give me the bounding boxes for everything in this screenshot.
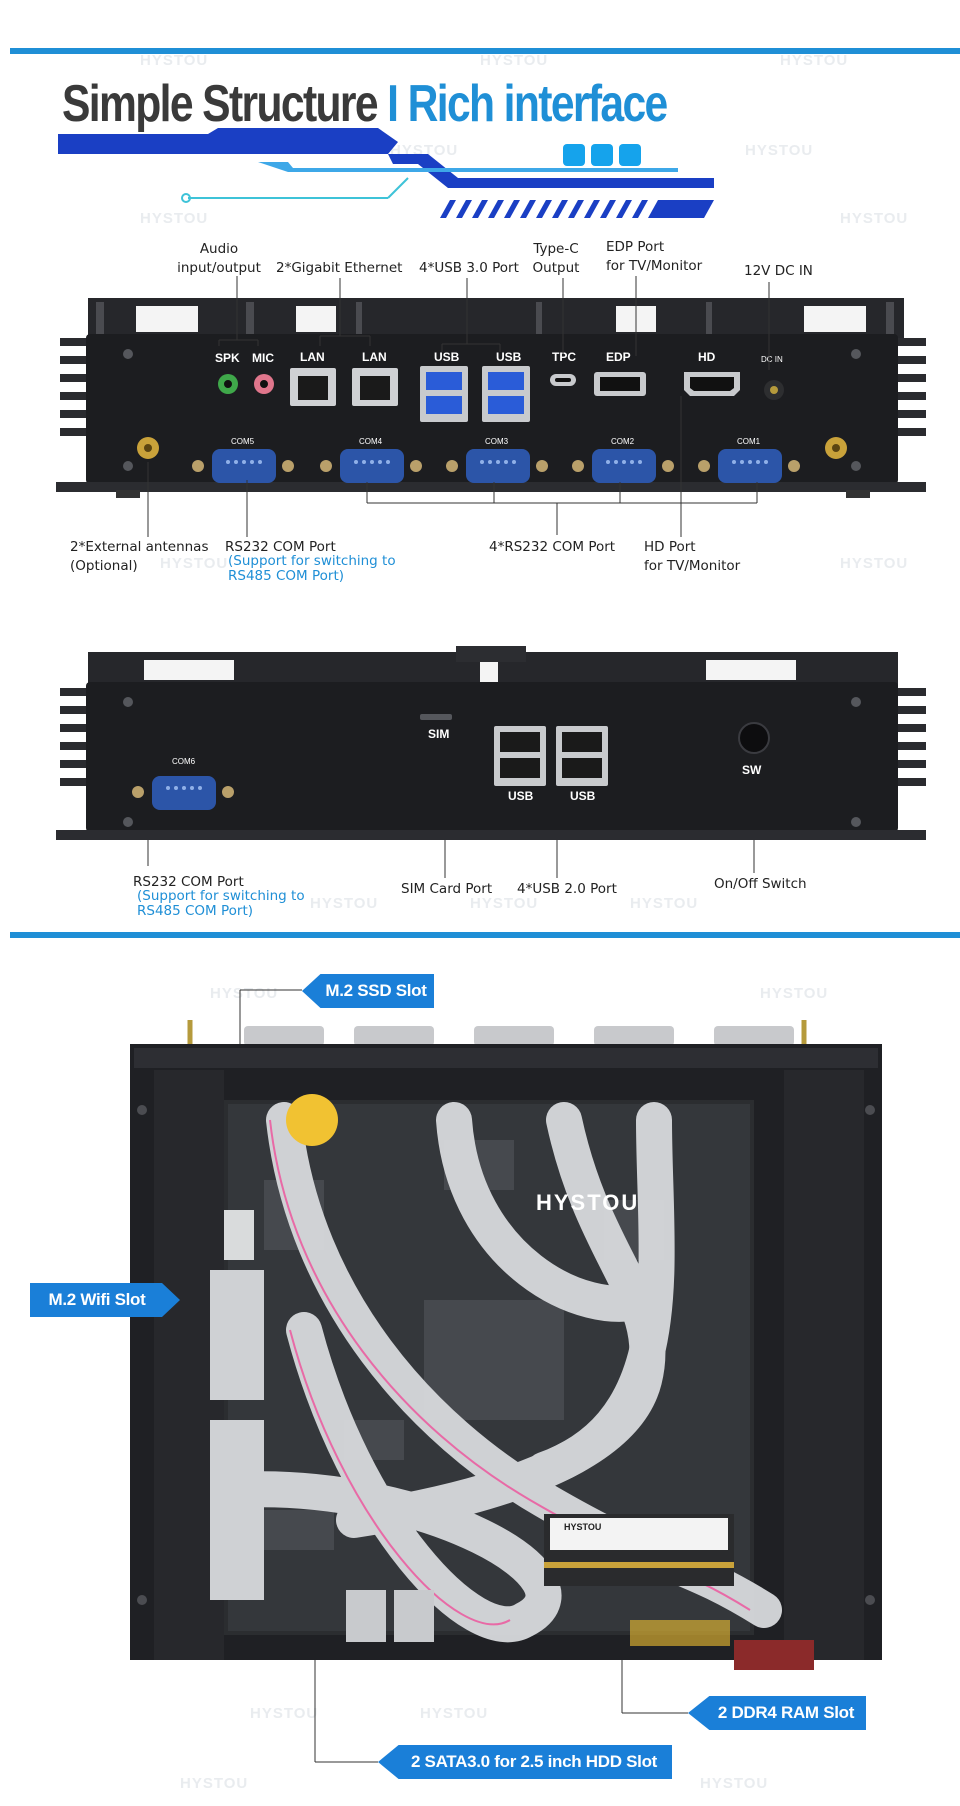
label-mic: MIC — [252, 351, 274, 365]
title-part2: I Rich interface — [387, 75, 668, 133]
front-panel-image: SPK MIC LAN LAN USB USB TPC EDP HD DC IN… — [56, 298, 926, 498]
label-com1: COM1 — [737, 437, 761, 446]
rear-callout-usb2: 4*USB 2.0 Port — [517, 881, 617, 897]
rear-callout-sim: SIM Card Port — [401, 881, 493, 897]
page-title: Simple Structure I Rich interface — [62, 74, 668, 134]
watermark: HYSTOU — [470, 895, 539, 912]
watermark: HYSTOU — [180, 1775, 249, 1792]
label-sw: SW — [742, 763, 762, 777]
top-divider — [10, 48, 960, 54]
header-graphic — [58, 128, 714, 218]
watermark: HYSTOU — [480, 52, 549, 69]
label-usb1: USB — [434, 350, 460, 364]
watermark: HYSTOU — [310, 895, 379, 912]
ram-sticker-brand: HYSTOU — [564, 1522, 601, 1532]
label-rear-usb1: USB — [508, 789, 534, 803]
watermark: HYSTOU — [210, 985, 279, 1002]
board-brand: HYSTOU — [536, 1190, 639, 1215]
watermark: HYSTOU — [140, 210, 209, 227]
callout-usb3: 4*USB 3.0 Port — [419, 260, 519, 276]
watermark: HYSTOU — [840, 555, 909, 572]
watermark: HYSTOU — [630, 895, 699, 912]
callout-sata: 2 SATA3.0 for 2.5 inch HDD Slot — [378, 1745, 672, 1779]
callout-ddr4: 2 DDR4 RAM Slot — [688, 1696, 866, 1730]
watermark: HYSTOU — [140, 52, 209, 69]
watermark: HYSTOU — [780, 52, 849, 69]
label-spk: SPK — [215, 351, 240, 365]
label-tpc: TPC — [552, 350, 576, 364]
callout-dcin: 12V DC IN — [744, 263, 813, 279]
middle-divider — [10, 932, 960, 938]
watermark: HYSTOU — [760, 985, 829, 1002]
watermark: HYSTOU — [700, 1775, 769, 1792]
callout-m2-wifi: M.2 Wifi Slot — [30, 1283, 180, 1317]
label-dcin: DC IN — [761, 355, 783, 364]
label-com4: COM4 — [359, 437, 383, 446]
label-com3: COM3 — [485, 437, 509, 446]
label-hd: HD — [698, 350, 716, 364]
label-lan1: LAN — [300, 350, 325, 364]
rear-callout-rs232: RS232 COM Port — [133, 874, 244, 890]
callout-antennas: 2*External antennas(Optional) — [70, 539, 209, 574]
label-edp: EDP — [606, 350, 631, 364]
callout-rs232: RS232 COM Port — [225, 539, 336, 555]
rear-callout-switch: On/Off Switch — [714, 876, 807, 892]
callout-rs232x4: 4*RS232 COM Port — [489, 539, 616, 555]
rear-panel-image: COM6 SIM USB USB SW — [56, 646, 926, 840]
watermark: HYSTOU — [250, 1705, 319, 1722]
label-com6: COM6 — [172, 757, 196, 766]
label-lan2: LAN — [362, 350, 387, 364]
watermark: HYSTOU — [160, 555, 229, 572]
watermark: HYSTOU — [745, 142, 814, 159]
label-com5: COM5 — [231, 437, 255, 446]
label-com2: COM2 — [611, 437, 635, 446]
internal-view-image: HYSTOU HYSTOU — [130, 1020, 882, 1670]
label-usb2: USB — [496, 350, 522, 364]
watermark: HYSTOU — [840, 210, 909, 227]
callout-ethernet: 2*Gigabit Ethernet — [276, 260, 403, 276]
label-rear-usb2: USB — [570, 789, 596, 803]
watermark: HYSTOU — [420, 1705, 489, 1722]
callout-m2-ssd: M.2 SSD Slot — [302, 974, 434, 1008]
label-sim: SIM — [428, 727, 449, 741]
title-part1: Simple Structure — [62, 75, 379, 133]
